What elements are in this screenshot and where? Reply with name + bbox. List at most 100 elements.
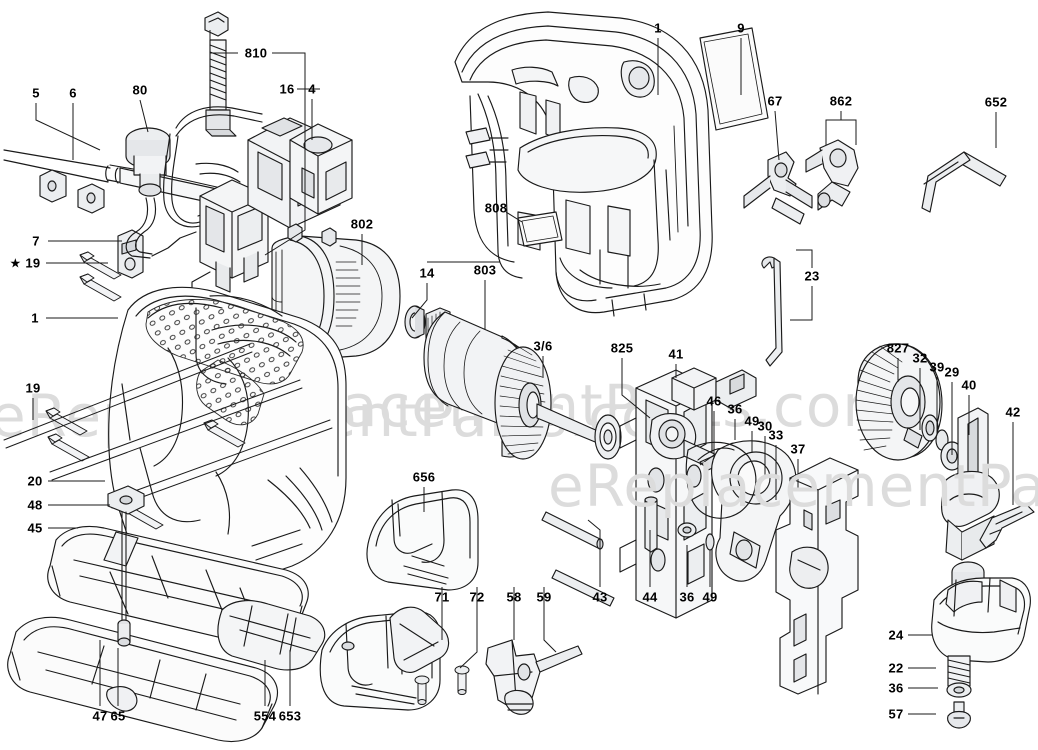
part-36-washer-b [677, 522, 697, 538]
callout-656: 656 [412, 469, 436, 485]
callout-554: 554 [253, 708, 277, 724]
callout-24: 24 [888, 627, 904, 643]
callout-652: 652 [984, 94, 1008, 110]
part-base-plate-lower [7, 616, 278, 743]
callout-41: 41 [668, 346, 684, 362]
part-lever-862 [805, 139, 859, 211]
callout-43: 43 [592, 589, 608, 605]
leader-862 [825, 111, 857, 145]
part-pin-65 [117, 511, 131, 647]
part-59-pin [535, 645, 583, 673]
callout-36: 36 [888, 680, 904, 696]
leader-59 [543, 587, 557, 653]
callout-14: 14 [419, 265, 435, 281]
callout-49: 49 [702, 589, 718, 605]
callout-58: 58 [506, 589, 522, 605]
part-housing-right [454, 11, 713, 317]
part-shoe-insert-554-653 [217, 600, 326, 671]
callout-36: 3/6 [533, 338, 553, 354]
leader-72 [459, 587, 478, 669]
leader-808 [505, 211, 523, 223]
part-plate-33 [685, 441, 757, 519]
part-screw-19-b [47, 433, 90, 462]
leader-825 [621, 358, 651, 419]
part-58-lever [485, 639, 541, 715]
part-48-washer [107, 485, 145, 515]
callout-37: 37 [790, 441, 806, 457]
part-43-pin-b [551, 569, 615, 607]
part-switch-trigger [289, 123, 353, 215]
part-49-oring-b [705, 533, 715, 551]
leader-5 [35, 103, 101, 151]
part-43-pin [541, 511, 604, 550]
callout-22: 22 [888, 660, 904, 676]
callout-36: 36 [679, 589, 695, 605]
part-washer-36c [946, 682, 972, 698]
callout-30: 30 [757, 418, 773, 434]
part-commutator [494, 335, 552, 460]
leader-803 [427, 261, 500, 330]
part-roller-72 [389, 606, 450, 673]
leader-46 [699, 411, 715, 466]
part-guide-rods [3, 343, 333, 509]
callout-808: 808 [484, 200, 508, 216]
callout-7: 7 [32, 233, 40, 249]
callout-32: 32 [912, 350, 928, 366]
part-nameplate-808 [517, 211, 563, 247]
callout-19: ★ 19 [9, 255, 41, 271]
callout-825: 825 [610, 340, 634, 356]
callout-47: 47 [92, 708, 108, 724]
part-41-bracket [671, 367, 757, 411]
part-40-plunger [941, 407, 1000, 605]
part-37-bracket [775, 457, 859, 695]
part-42-blade [979, 503, 1035, 549]
leader-80 [139, 99, 149, 133]
part-plunger-30 [697, 440, 797, 582]
callout-44: 44 [642, 589, 658, 605]
callout-39: 39 [929, 359, 945, 375]
callout-57: 57 [888, 706, 904, 722]
callout-36: 36 [727, 401, 743, 417]
callout-40: 40 [961, 377, 977, 393]
part-screw-57 [947, 701, 971, 729]
leader-43 [587, 519, 601, 587]
callout-1: 1 [31, 310, 39, 326]
leader-23 [790, 249, 813, 321]
leader-line-group [32, 30, 1014, 715]
callout-33: 33 [768, 427, 784, 443]
callout-71: 71 [434, 589, 450, 605]
callout-810: 810 [244, 45, 268, 61]
callout-803: 803 [473, 262, 497, 278]
part-label-plate-9 [699, 27, 769, 131]
callout-862: 862 [829, 93, 853, 109]
leader-67 [774, 110, 780, 161]
callout-4: 4 [308, 81, 316, 97]
callout-1: 1 [654, 20, 662, 36]
callout-67: 67 [767, 93, 783, 109]
part-blade-guard-656 [366, 489, 479, 591]
part-allen-wrench-652 [921, 151, 1007, 213]
callout-19: 19 [25, 380, 41, 396]
callout-653: 653 [278, 708, 302, 724]
callout-6: 6 [69, 85, 77, 101]
callout-16: 16 [279, 81, 295, 97]
part-bearing-36 [594, 414, 622, 460]
callout-45: 45 [27, 520, 43, 536]
callout-20: 20 [27, 473, 43, 489]
part-spring-23 [761, 256, 783, 367]
callout-65: 65 [110, 708, 126, 724]
callout-29: 29 [944, 364, 960, 380]
part-cord-sleeve [39, 169, 105, 214]
callout-827: 827 [886, 340, 910, 356]
part-gear-827 [855, 343, 943, 461]
part-dust-cover-24 [931, 577, 1031, 663]
callout-59: 59 [536, 589, 552, 605]
callout-80: 80 [132, 82, 148, 98]
callout-5: 5 [32, 85, 40, 101]
callout-49: 49 [744, 413, 760, 429]
callout-48: 48 [27, 497, 43, 513]
callout-9: 9 [737, 20, 745, 36]
part-bearing-14 [404, 305, 426, 339]
